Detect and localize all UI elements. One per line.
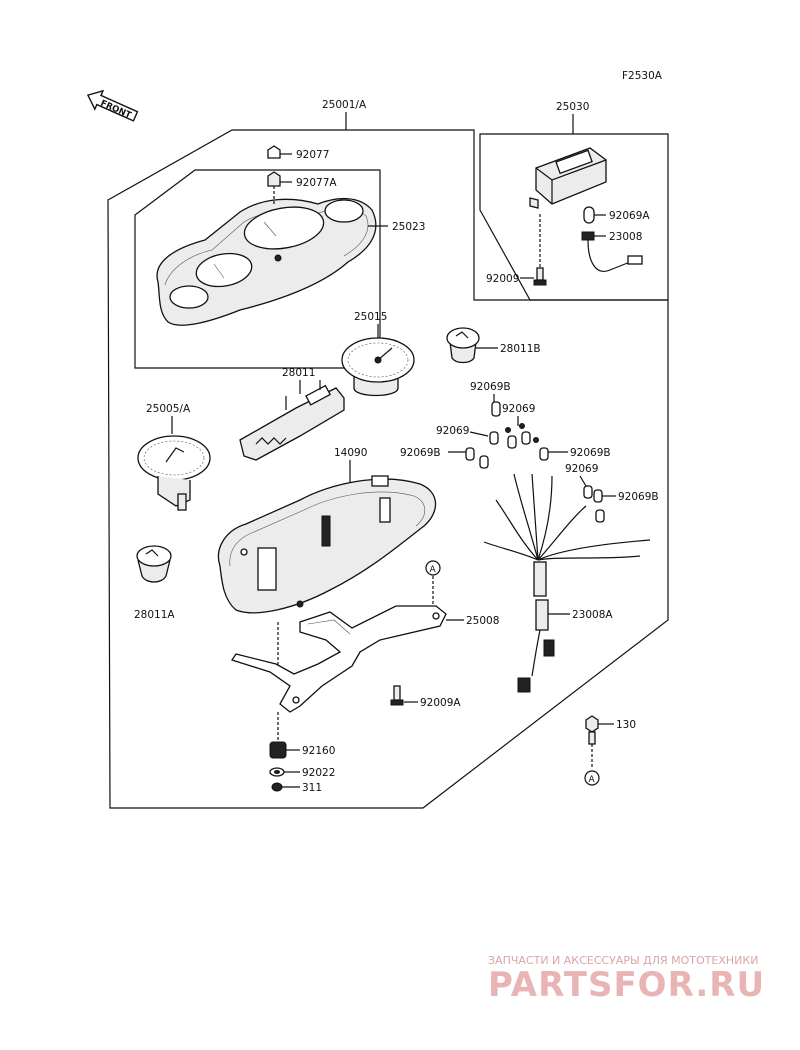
grommet-92160-part bbox=[269, 741, 300, 759]
label-23008: 23008 bbox=[609, 231, 642, 243]
label-92009A: 92009A bbox=[420, 697, 461, 709]
label-92069-left: 92069 bbox=[436, 425, 469, 437]
label-311: 311 bbox=[302, 782, 322, 794]
front-arrow-icon: FRONT bbox=[86, 89, 139, 122]
bracket-28011-part bbox=[239, 380, 345, 461]
nut-92077A-part bbox=[267, 171, 292, 205]
label-25008: 25008 bbox=[466, 615, 499, 627]
label-92022: 92022 bbox=[302, 767, 335, 779]
screw-92009-part bbox=[520, 214, 547, 286]
washer-92022-part bbox=[269, 767, 300, 777]
label-25030: 25030 bbox=[556, 101, 589, 113]
plate-25008-part bbox=[230, 605, 447, 713]
grommet-92077-part bbox=[267, 145, 292, 159]
label-130: 130 bbox=[616, 719, 636, 731]
watermark-brand: PARTSFOR.RU bbox=[488, 965, 765, 1005]
diagram-code: F2530A bbox=[622, 70, 663, 82]
harness-23008A-part bbox=[465, 401, 651, 693]
socket-23008-part bbox=[581, 231, 643, 272]
ref-a-marker-2: A bbox=[589, 775, 596, 785]
label-92069A: 92069A bbox=[609, 210, 650, 222]
label-92077: 92077 bbox=[296, 149, 329, 161]
label-92069B-left: 92069B bbox=[400, 447, 441, 459]
watermark-tagline: ЗАПЧАСТИ И АКСЕССУАРЫ ДЛЯ МОТОТЕХНИКИ bbox=[488, 954, 758, 967]
label-92009: 92009 bbox=[486, 273, 519, 285]
assembly-label: 25001/A bbox=[322, 99, 367, 111]
label-92069B-right1: 92069B bbox=[570, 447, 611, 459]
screw-92009A-part bbox=[390, 685, 418, 706]
meter-cover-part bbox=[156, 198, 377, 326]
label-28011B: 28011B bbox=[500, 343, 541, 355]
gauge-25015-part bbox=[341, 337, 415, 397]
case-14090-part bbox=[217, 475, 437, 614]
gauge-25005A-part bbox=[137, 435, 211, 511]
bulb-92069A-part bbox=[583, 206, 606, 224]
label-92069-right: 92069 bbox=[565, 463, 598, 475]
label-25023: 25023 bbox=[392, 221, 425, 233]
label-25005A: 25005/A bbox=[146, 403, 191, 415]
label-14090: 14090 bbox=[334, 447, 367, 459]
label-25015: 25015 bbox=[354, 311, 387, 323]
label-92069B-right2: 92069B bbox=[618, 491, 659, 503]
label-92160: 92160 bbox=[302, 745, 335, 757]
label-23008A: 23008A bbox=[572, 609, 613, 621]
bolt-130-part bbox=[585, 715, 614, 768]
label-92069-top: 92069 bbox=[502, 403, 535, 415]
nut-311-part bbox=[271, 782, 300, 792]
cap-28011A-part bbox=[136, 545, 172, 583]
ref-a-marker-1: A bbox=[430, 565, 437, 575]
label-28011A: 28011A bbox=[134, 609, 175, 621]
clock-subframe bbox=[479, 133, 669, 301]
label-92069B-top: 92069B bbox=[470, 381, 511, 393]
clock-unit-part bbox=[529, 147, 607, 209]
label-92077A: 92077A bbox=[296, 177, 337, 189]
label-28011: 28011 bbox=[282, 367, 315, 379]
cap-28011B-part bbox=[446, 327, 498, 364]
cover-subframe bbox=[134, 169, 381, 369]
